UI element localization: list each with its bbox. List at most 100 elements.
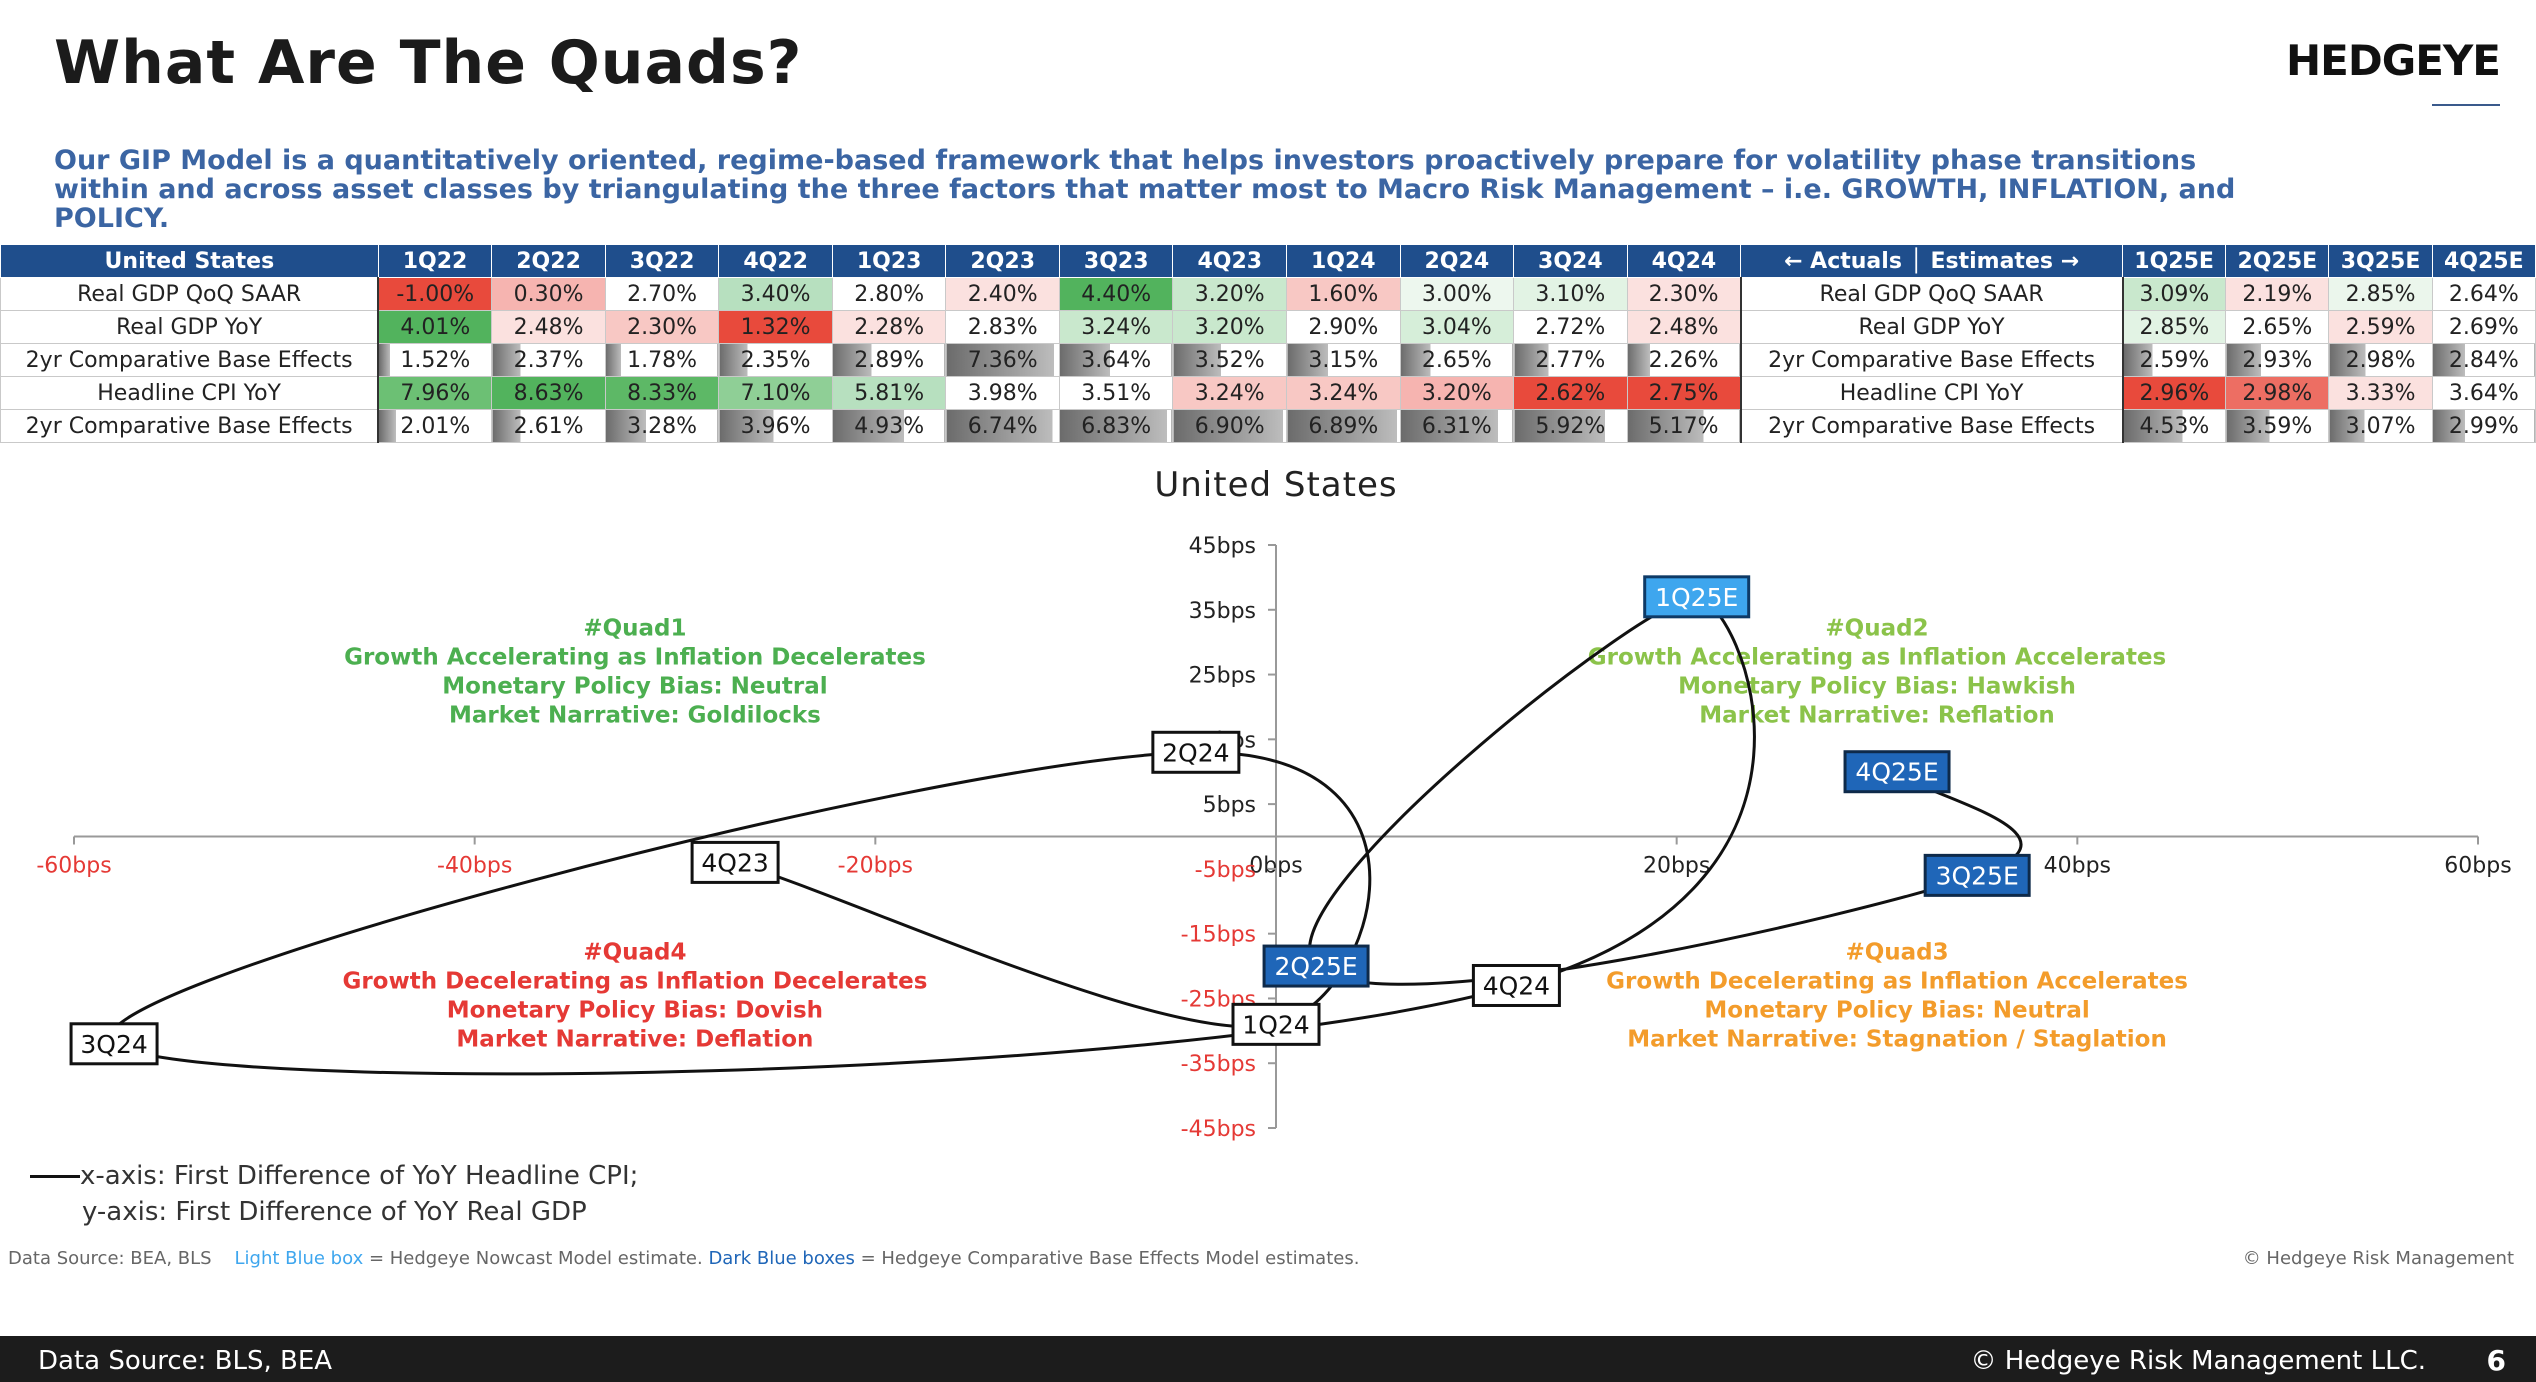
point-box-3q24 <box>69 1022 159 1066</box>
page-number: 6 <box>2486 1344 2506 1377</box>
point-box-4q25e <box>1843 750 1951 794</box>
point-box-2q24 <box>1151 730 1241 774</box>
table-cell: 2.64% <box>2431 277 2536 311</box>
quad-text-line: Monetary Policy Bias: Hawkish <box>1678 674 2076 700</box>
quad-text-line: Market Narrative: Goldilocks <box>449 703 821 729</box>
point-label-3q24: 3Q24 <box>80 1030 147 1059</box>
column-header-2q25e: 2Q25E <box>2225 244 2330 278</box>
point-box-4q24 <box>1471 963 1561 1007</box>
table-cell: 3.52% <box>1172 343 1288 377</box>
quad-text-line: Monetary Policy Bias: Neutral <box>442 674 827 700</box>
row-label: 2yr Comparative Base Effects <box>0 343 379 377</box>
point-label-1q25e: 1Q25E <box>1655 583 1738 612</box>
point-label-4q23: 4Q23 <box>701 848 768 877</box>
table-cell: 1.32% <box>718 310 833 344</box>
table-cell: 2.99% <box>2431 409 2536 443</box>
table-cell: 3.10% <box>1513 277 1628 311</box>
table-cell: 3.40% <box>718 277 833 311</box>
table-cell: 2.98% <box>2328 343 2433 377</box>
point-label-2q24: 2Q24 <box>1162 738 1229 767</box>
table-cell: 3.98% <box>945 376 1060 410</box>
logo-underline <box>2432 104 2500 106</box>
table-cell: 3.59% <box>2225 409 2330 443</box>
table-cell: 5.81% <box>831 376 947 410</box>
x-tick-label: -40bps <box>437 854 512 879</box>
table-cell: 6.89% <box>1286 409 1401 443</box>
quad-text-line: Monetary Policy Bias: Dovish <box>447 998 823 1024</box>
x-tick-label: -20bps <box>838 854 913 879</box>
table-cell: 2.72% <box>1513 310 1628 344</box>
point-label-1q24: 1Q24 <box>1242 1010 1309 1039</box>
table-cell: 6.83% <box>1058 409 1174 443</box>
table-cell: 2.62% <box>1513 376 1628 410</box>
row-label-estimates: Real GDP YoY <box>1739 310 2124 344</box>
quad-text-line: Market Narrative: Reflation <box>1699 703 2055 729</box>
table-cell: 2.98% <box>2225 376 2330 410</box>
column-header-2q24: 2Q24 <box>1399 244 1515 278</box>
table-cell: -1.00% <box>377 277 493 311</box>
quad-text-line: Market Narrative: Stagnation / Staglatio… <box>1627 1027 2167 1053</box>
quad-text-line: Market Narrative: Deflation <box>456 1027 813 1053</box>
table-cell: 6.31% <box>1399 409 1515 443</box>
table-cell: 2.59% <box>2121 343 2227 377</box>
point-label-3q25e: 3Q25E <box>1936 861 2019 890</box>
table-cell: 2.83% <box>945 310 1060 344</box>
table-cell: 2.40% <box>945 277 1060 311</box>
table-cell: 2.70% <box>604 277 720 311</box>
x-tick-label: 40bps <box>2044 854 2111 879</box>
table-cell: 6.90% <box>1172 409 1288 443</box>
actuals-estimates-divider: ← Actuals │ Estimates → <box>1740 244 2124 278</box>
table-cell: 7.10% <box>718 376 833 410</box>
footer-bar: Data Source: BLS, BEA © Hedgeye Risk Man… <box>0 1336 2536 1382</box>
table-cell: 2.48% <box>1626 310 1742 344</box>
table-cell: 3.20% <box>1172 310 1288 344</box>
column-header-1q22: 1Q22 <box>377 244 493 278</box>
dark-box-desc: = Hedgeye Comparative Base Effects Model… <box>854 1248 1360 1269</box>
quad-text-line: Growth Decelerating as Inflation Deceler… <box>342 969 927 995</box>
table-cell: 2.19% <box>2225 277 2330 311</box>
table-cell: 4.01% <box>377 310 493 344</box>
footer-copyright: © Hedgeye Risk Management LLC. <box>1970 1346 2426 1376</box>
y-tick-label: -5bps <box>1195 858 1256 883</box>
copyright-note: © Hedgeye Risk Management <box>2242 1248 2514 1269</box>
table-cell: 2.85% <box>2328 277 2433 311</box>
table-cell: 6.74% <box>945 409 1060 443</box>
y-tick-label: -15bps <box>1181 923 1256 948</box>
table-cell: 3.24% <box>1286 376 1401 410</box>
quad-text-line: Growth Accelerating as Inflation Deceler… <box>344 645 926 671</box>
table-cell: 2.30% <box>1626 277 1742 311</box>
table-cell: 3.51% <box>1058 376 1174 410</box>
table-cell: 2.59% <box>2328 310 2433 344</box>
x-tick-label: 60bps <box>2444 854 2511 879</box>
table-cell: 2.35% <box>718 343 833 377</box>
column-header-4q25e: 4Q25E <box>2431 244 2536 278</box>
table-cell: 2.69% <box>2431 310 2536 344</box>
table-cell: 3.24% <box>1058 310 1174 344</box>
table-cell: 2.96% <box>2121 376 2227 410</box>
y-tick-label: 45bps <box>1189 534 1256 559</box>
quad-text-line: Growth Decelerating as Inflation Acceler… <box>1606 969 2188 995</box>
table-cell: 3.28% <box>604 409 720 443</box>
point-box-1q25e <box>1643 575 1751 619</box>
chart-legend: x-axis: First Difference of YoY Headline… <box>30 1158 638 1230</box>
legend-y-axis: y-axis: First Difference of YoY Real GDP <box>82 1197 587 1227</box>
table-cell: 2.90% <box>1286 310 1401 344</box>
table-cell: 3.33% <box>2328 376 2433 410</box>
table-row: Real GDP QoQ SAAR-1.00%0.30%2.70%3.40%2.… <box>0 277 2536 311</box>
row-label: Real GDP QoQ SAAR <box>0 277 379 311</box>
column-header-4q22: 4Q22 <box>718 244 833 278</box>
quad-text-line: Monetary Policy Bias: Neutral <box>1704 998 2089 1024</box>
chart-title: United States <box>1154 465 1397 505</box>
row-label: Headline CPI YoY <box>0 376 379 410</box>
column-header-2q22: 2Q22 <box>491 244 606 278</box>
table-cell: 8.33% <box>604 376 720 410</box>
column-header-3q22: 3Q22 <box>604 244 720 278</box>
y-tick-label: 5bps <box>1203 793 1256 818</box>
table-cell: 3.64% <box>1058 343 1174 377</box>
table-cell: 3.00% <box>1399 277 1515 311</box>
point-box-3q25e <box>1923 853 2031 897</box>
